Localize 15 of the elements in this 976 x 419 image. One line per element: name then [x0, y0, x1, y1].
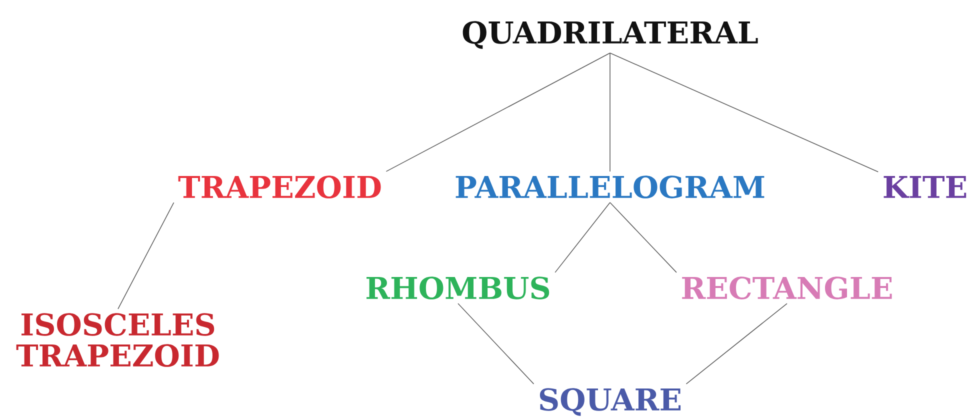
- connector-line: [118, 202, 174, 310]
- connector-line: [458, 303, 534, 384]
- connector-line: [554, 202, 610, 273]
- category-label: QUADRILATERAL: [462, 21, 758, 49]
- category-label: SQUARE: [540, 388, 681, 416]
- connector-line: [610, 52, 879, 172]
- category-label: ISOSCELES TRAPEZOID: [16, 313, 219, 367]
- category-label: TRAPEZOID: [178, 176, 381, 198]
- category-label: RHOMBUS: [366, 276, 550, 300]
- category-label: PARALLELOGRAM: [456, 176, 764, 198]
- category-label: RECTANGLE: [682, 276, 892, 300]
- category-label: KITE: [884, 176, 966, 198]
- connector-line: [686, 303, 788, 384]
- connector-line: [386, 52, 610, 172]
- connector-line: [610, 202, 677, 273]
